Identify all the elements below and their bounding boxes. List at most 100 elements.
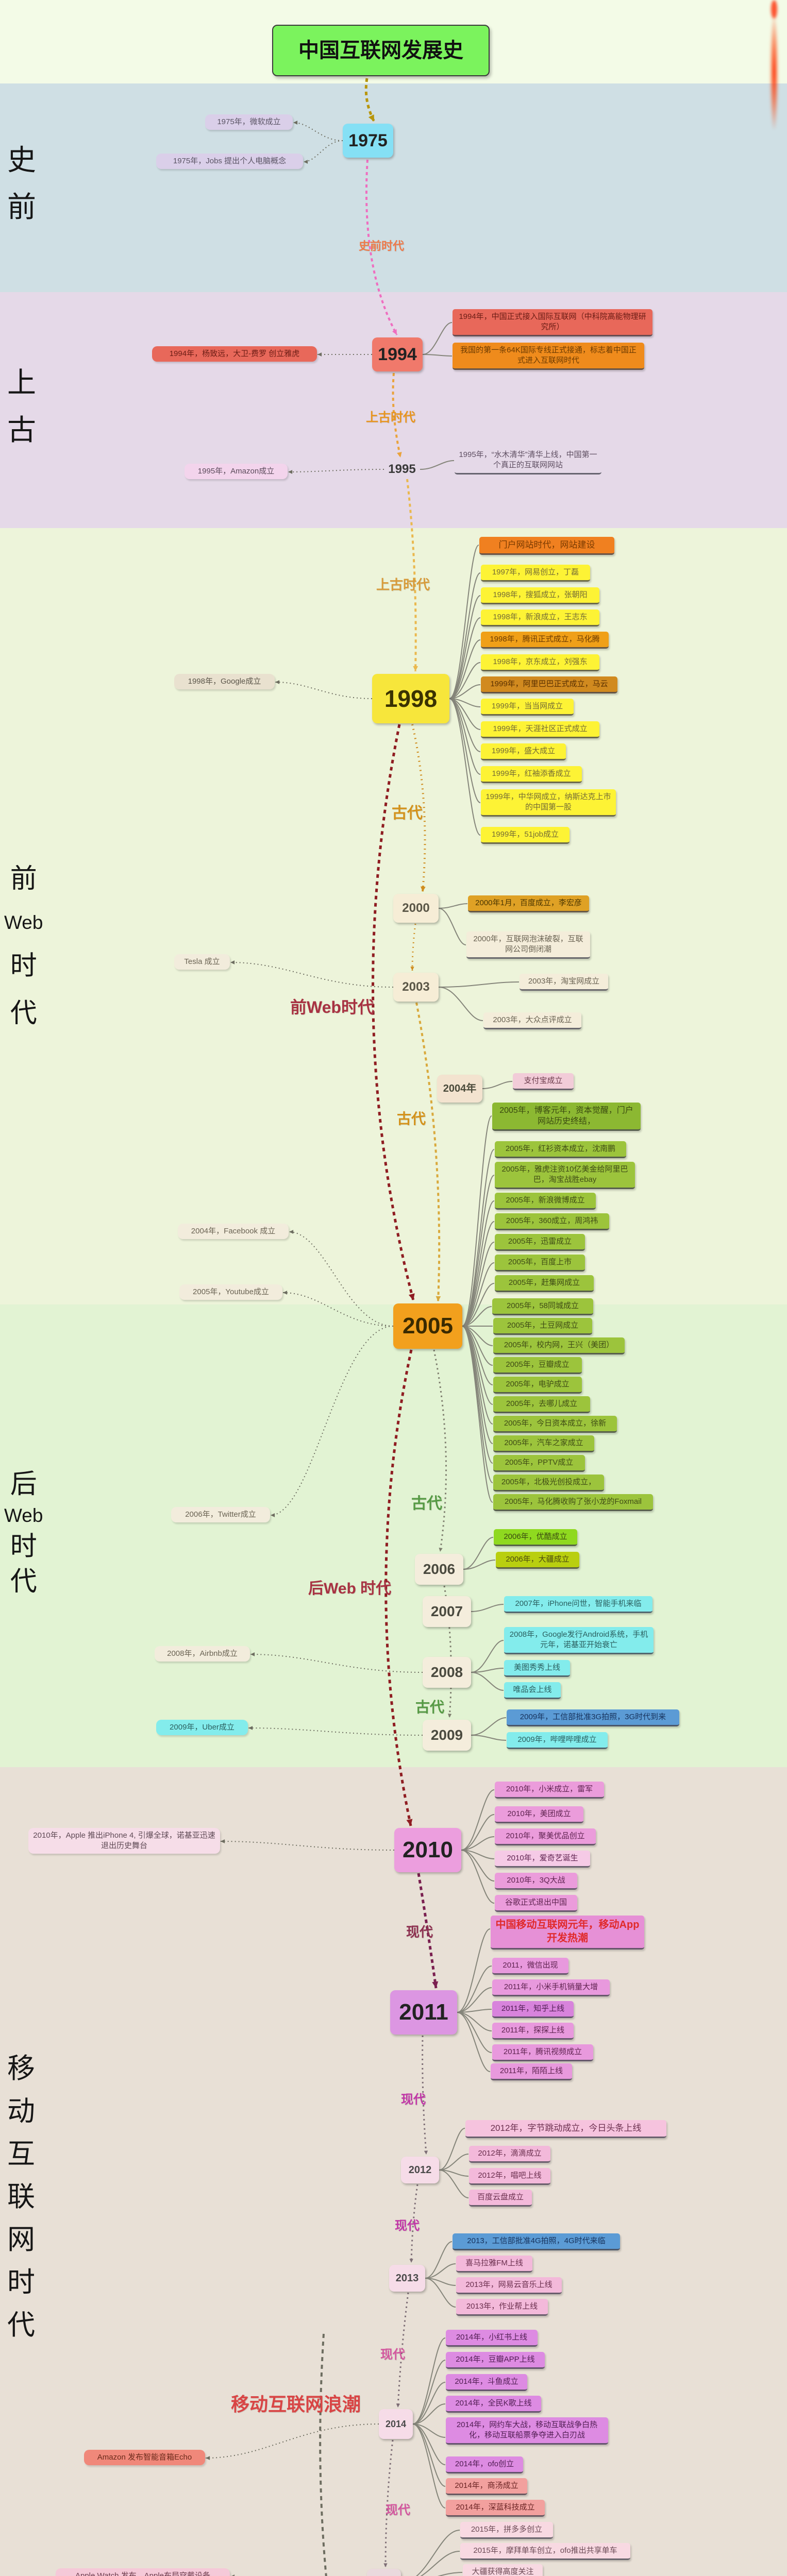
connector-line xyxy=(412,2382,446,2425)
event-box: 2015年，拼多多创立 xyxy=(460,2522,553,2539)
arrowhead xyxy=(289,1230,294,1234)
event-box: 门户网站时代，网站建设 xyxy=(479,537,614,555)
event-box: 1998年，腾讯正式成立，马化腾 xyxy=(481,632,609,649)
connector-line xyxy=(288,469,384,472)
period-label: 移动互联网浪潮 xyxy=(231,2394,361,2415)
period-label: 前Web时代 xyxy=(290,998,374,1016)
arrowhead xyxy=(221,1839,225,1843)
connector-line xyxy=(420,460,455,470)
event-box: 2014年，豆瓣APP上线 xyxy=(446,2352,545,2369)
period-label: 史前时代 xyxy=(359,240,405,252)
year-node-2004: 2004年 xyxy=(437,1075,482,1103)
event-box: Apple,Watch 发布，Apple布局穿戴设备 xyxy=(56,2568,230,2576)
connector-line xyxy=(438,987,483,1021)
connector-line xyxy=(462,1326,493,1503)
arrowhead xyxy=(421,886,426,892)
arrowhead xyxy=(410,967,414,971)
year-node-2008: 2008 xyxy=(423,1657,471,1688)
arrowhead xyxy=(288,470,293,474)
event-box: 2010年，美团成立 xyxy=(495,1806,583,1823)
event-box: 谷歌正式退出中国 xyxy=(495,1895,577,1912)
event-box: 2008年，Google发行Android系统，手机元年，诺基亚开始衰亡 xyxy=(504,1627,654,1654)
era-vertical-label: 上古 xyxy=(7,366,36,446)
event-box: 2004年，Facebook 成立 xyxy=(178,1224,289,1239)
event-box: 2011年，小米手机销量大增 xyxy=(492,1979,610,1996)
arrowhead xyxy=(271,1513,275,1517)
event-box: 2006年，大疆成立 xyxy=(496,1552,579,1569)
period-label: 后Web 时代 xyxy=(308,1580,392,1597)
connector-line xyxy=(449,698,481,803)
year-node-1975: 1975 xyxy=(343,124,393,158)
event-box: 2014年，深蓝科技成立 xyxy=(446,2500,545,2517)
event-box: 1994年，中国正式接入国际互联网（中科院高能物理研究所） xyxy=(453,309,652,336)
connector-line xyxy=(462,1242,495,1327)
year-node-2009: 2009 xyxy=(423,1720,471,1751)
connector-line xyxy=(462,1115,492,1327)
connector-line xyxy=(230,962,394,988)
event-box: 2000年，互联网泡沫破裂，互联网公司倒闭潮 xyxy=(466,931,590,959)
red-dot-artifact xyxy=(771,0,777,19)
event-box: 2013年，作业帮上线 xyxy=(456,2299,548,2316)
connector-line xyxy=(462,1200,495,1327)
connector-line xyxy=(457,1987,492,2013)
event-box: 1999年，阿里巴巴正式成立，马云 xyxy=(481,676,617,693)
event-box: 2005年，北极光创投成立， xyxy=(493,1475,604,1492)
spine-arrow xyxy=(372,724,415,1301)
connector-line xyxy=(412,2424,446,2487)
page-title: 中国互联网发展史 xyxy=(272,25,490,76)
event-box: 2011年，陌陌上线 xyxy=(491,2063,572,2080)
connector-line xyxy=(461,1836,495,1851)
period-label: 现代 xyxy=(386,2503,410,2517)
year-node-2005: 2005 xyxy=(393,1303,462,1349)
connector-line xyxy=(425,2278,456,2308)
connector-line xyxy=(449,595,481,699)
era-band xyxy=(0,83,787,292)
event-box: 2005年，红衫资本成立，沈南鹏 xyxy=(495,1141,626,1158)
arrowhead xyxy=(409,2259,413,2263)
arrowhead xyxy=(406,1819,413,1826)
connector-line xyxy=(412,2360,446,2425)
connector-line xyxy=(412,2424,446,2438)
event-box: 2003年，大众点评成立 xyxy=(483,1012,581,1029)
connector-line xyxy=(449,662,481,699)
event-box: 2014年，小红书上线 xyxy=(446,2330,538,2347)
event-box: 1975年，微软成立 xyxy=(205,114,293,130)
event-box: 2005年，校内网，王兴（美团） xyxy=(493,1337,625,1354)
connector-line xyxy=(422,322,453,355)
arrowhead xyxy=(283,1291,288,1295)
connector-line xyxy=(482,1081,513,1089)
event-box: 2013，工信部批准4G拍照，4G时代来临 xyxy=(453,2233,620,2250)
event-box: 2005年，去哪儿成立 xyxy=(493,1396,590,1413)
event-box: 2014年，ofo创立 xyxy=(446,2456,523,2473)
connector-line xyxy=(439,2128,465,2171)
event-box: 1999年，红袖添香成立 xyxy=(481,766,582,783)
event-box: 2014年，网约车大战，移动互联战争白热化，移动互联船票争夺进入白刃战 xyxy=(446,2417,608,2445)
connector-line xyxy=(422,354,453,357)
connector-line xyxy=(439,2154,469,2171)
event-box: 支付宝成立 xyxy=(513,1073,574,1090)
event-box: 1998年，京东成立，刘强东 xyxy=(481,654,599,671)
connector-line xyxy=(205,2424,379,2459)
connector-line xyxy=(457,1965,492,2013)
connector-line xyxy=(471,1735,507,1741)
connector-line xyxy=(449,698,481,836)
event-box: 2007年，iPhone问世，智能手机来临 xyxy=(504,1596,652,1613)
arrowhead xyxy=(439,1547,443,1552)
connector-line xyxy=(439,2170,469,2198)
event-box: 2010年，Apple 推出iPhone 4, 引爆全球，诺基亚迅速退出历史舞台 xyxy=(28,1828,220,1854)
connector-line xyxy=(471,1717,507,1736)
event-box: 2005年，百度上市 xyxy=(495,1255,585,1272)
event-box: 1998年，Google成立 xyxy=(174,674,275,689)
event-box: 1975年，Jobs 提出个人电脑概念 xyxy=(156,154,303,169)
event-box: 2008年，Airbnb成立 xyxy=(155,1646,250,1662)
event-box: 美图秀秀上线 xyxy=(504,1660,570,1677)
connector-line xyxy=(449,545,479,699)
arrowhead xyxy=(231,2574,235,2576)
connector-line xyxy=(248,1727,423,1736)
spine-arrow xyxy=(410,2184,418,2263)
spine-arrow xyxy=(422,2035,427,2155)
arrowhead xyxy=(447,1714,452,1718)
arrowhead xyxy=(248,1726,253,1730)
